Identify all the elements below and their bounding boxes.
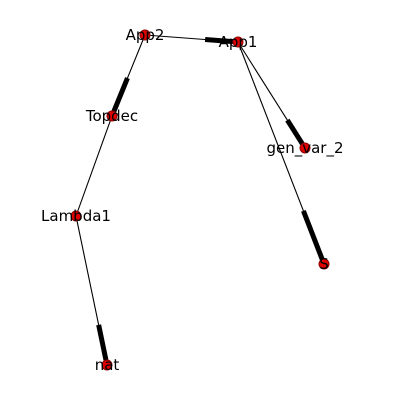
- edge-arrowhead-Lambda1-nat: [96, 324, 109, 361]
- node-label-S: S: [319, 255, 329, 273]
- edge-arrowhead-App1-gen_var_2: [285, 118, 305, 146]
- edge-arrowhead-App2-App1: [204, 37, 234, 45]
- edge-layer: [75, 34, 325, 366]
- node-App1: [232, 36, 244, 48]
- node-label-App1: App1: [219, 33, 258, 51]
- node-label-nat: nat: [95, 356, 120, 374]
- node-Lambda1: [70, 210, 82, 222]
- edge-arrowhead-App2-Topdec: [111, 77, 130, 113]
- edge-arrowhead-App1-S: [301, 209, 325, 261]
- node-App2: [139, 29, 151, 41]
- node-nat: [101, 359, 113, 371]
- node-gen_var_2: [299, 142, 311, 154]
- node-label-App2: App2: [126, 26, 165, 44]
- node-label-Lambda1: Lambda1: [41, 207, 111, 225]
- node-label-Topdec: Topdec: [85, 107, 138, 125]
- node-Topdec: [106, 110, 118, 122]
- edge-Topdec-Lambda1: [75, 115, 113, 217]
- node-layer: [70, 29, 330, 371]
- node-label-gen_var_2: gen_var_2: [266, 139, 343, 158]
- node-S: [318, 258, 330, 270]
